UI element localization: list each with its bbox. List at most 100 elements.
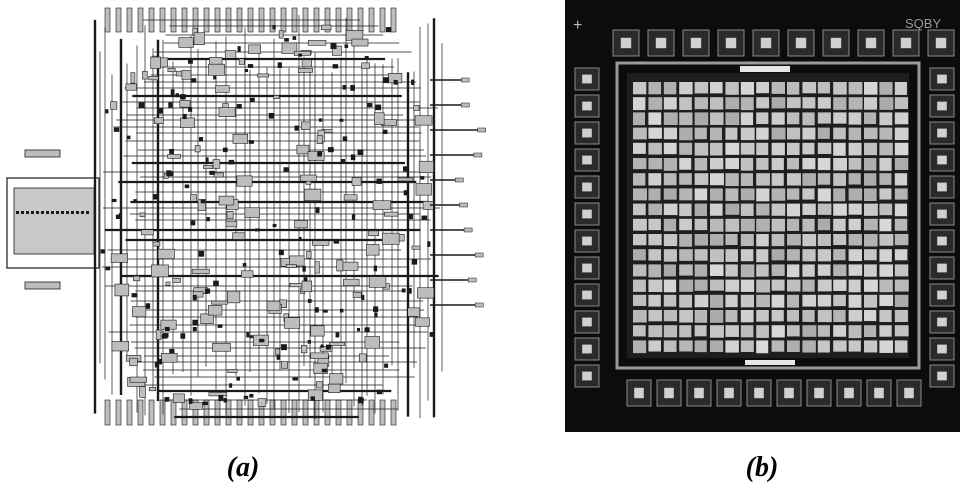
logic-cell xyxy=(694,173,709,185)
logic-cell xyxy=(663,127,678,140)
logic-cell xyxy=(648,82,662,95)
diffusion-rect xyxy=(301,59,313,68)
logic-cell xyxy=(740,279,755,292)
logic-cell xyxy=(817,142,832,154)
logic-cell xyxy=(848,142,862,156)
logic-cell xyxy=(679,325,692,338)
logic-cell xyxy=(648,203,663,216)
logic-cell xyxy=(817,112,831,124)
logic-cell xyxy=(694,142,709,156)
top-pin-stub xyxy=(126,7,133,33)
contact-square xyxy=(164,397,170,402)
bond-pad-center xyxy=(937,128,947,138)
diffusion-rect xyxy=(341,261,359,271)
logic-cell xyxy=(787,203,801,217)
diffusion-rect xyxy=(332,45,342,56)
logic-cell xyxy=(648,340,661,352)
logic-cell xyxy=(756,234,769,247)
logic-cell xyxy=(710,340,724,353)
diffusion-rect xyxy=(165,281,171,286)
logic-cell xyxy=(848,188,863,201)
contact-square xyxy=(157,107,163,114)
logic-cell xyxy=(787,112,800,125)
logic-cell xyxy=(848,112,862,125)
layout-diagram-panel xyxy=(0,0,500,440)
contact-square xyxy=(322,309,328,313)
diffusion-rect xyxy=(301,280,313,292)
logic-cell xyxy=(771,158,784,170)
diffusion-rect xyxy=(172,277,181,283)
logic-cell xyxy=(633,264,647,277)
logic-cell xyxy=(787,234,801,246)
logic-cell xyxy=(802,249,816,262)
diffusion-rect xyxy=(336,259,344,272)
logic-cell xyxy=(802,112,815,126)
bond-pad-center xyxy=(865,37,877,49)
diffusion-rect xyxy=(114,283,130,297)
contact-square xyxy=(138,102,145,109)
contact-square xyxy=(184,184,190,189)
diffusion-rect xyxy=(208,63,225,76)
logic-cell xyxy=(633,82,647,95)
logic-cell xyxy=(802,234,817,247)
logic-cell xyxy=(740,203,754,216)
logic-cell xyxy=(833,142,846,156)
logic-cell xyxy=(833,249,846,261)
logic-cell xyxy=(740,82,755,95)
logic-cell xyxy=(725,173,739,187)
logic-cell xyxy=(740,340,754,353)
logic-cell xyxy=(710,97,724,110)
bond-pad-center xyxy=(634,387,644,399)
logic-cell xyxy=(756,142,769,156)
logic-cell xyxy=(633,127,647,140)
contact-square xyxy=(402,166,408,172)
contact-square xyxy=(367,102,373,108)
diffusion-rect xyxy=(218,195,235,206)
bond-pad-center xyxy=(582,317,592,327)
diffusion-rect xyxy=(414,115,433,126)
logic-cell xyxy=(879,158,892,171)
logic-cell xyxy=(648,188,661,201)
logic-cell xyxy=(756,127,769,140)
logic-cell xyxy=(694,340,707,353)
logic-cell xyxy=(633,310,647,323)
contact-square xyxy=(325,344,331,350)
logic-cell xyxy=(663,218,677,232)
logic-cell xyxy=(694,127,707,140)
diffusion-rect xyxy=(361,62,370,69)
corner-cross-mark: + xyxy=(573,17,582,34)
contact-square xyxy=(357,149,364,155)
logic-cell xyxy=(802,310,815,322)
diffusion-rect xyxy=(180,117,195,128)
logic-cell xyxy=(633,188,647,201)
logic-cell xyxy=(802,82,817,94)
logic-cell xyxy=(633,234,647,246)
diffusion-rect xyxy=(152,241,161,247)
logic-cell xyxy=(817,325,830,337)
io-contact xyxy=(26,211,29,214)
diffusion-rect xyxy=(153,117,164,124)
diffusion-rect xyxy=(232,133,249,144)
diffusion-rect xyxy=(297,68,313,73)
logic-cell xyxy=(894,203,908,217)
logic-cell xyxy=(802,127,816,140)
diffusion-rect xyxy=(307,389,323,401)
diffusion-rect xyxy=(374,112,385,125)
logic-cell xyxy=(864,264,877,277)
contact-square xyxy=(268,112,274,119)
chip-micrograph-panel: SQBY + xyxy=(565,0,960,432)
diffusion-rect xyxy=(191,268,210,274)
logic-cell xyxy=(848,234,862,246)
bond-pad-center xyxy=(754,387,764,399)
logic-cell xyxy=(817,234,831,247)
contact-square xyxy=(218,394,224,401)
logic-cell xyxy=(879,340,894,353)
bond-pad-center xyxy=(582,182,592,192)
diffusion-rect xyxy=(133,275,141,282)
io-contact xyxy=(51,211,54,214)
logic-cell xyxy=(648,264,662,278)
contact-square xyxy=(376,178,382,184)
diffusion-rect xyxy=(313,362,328,375)
logic-cell xyxy=(663,142,677,155)
diffusion-rect xyxy=(381,232,400,245)
